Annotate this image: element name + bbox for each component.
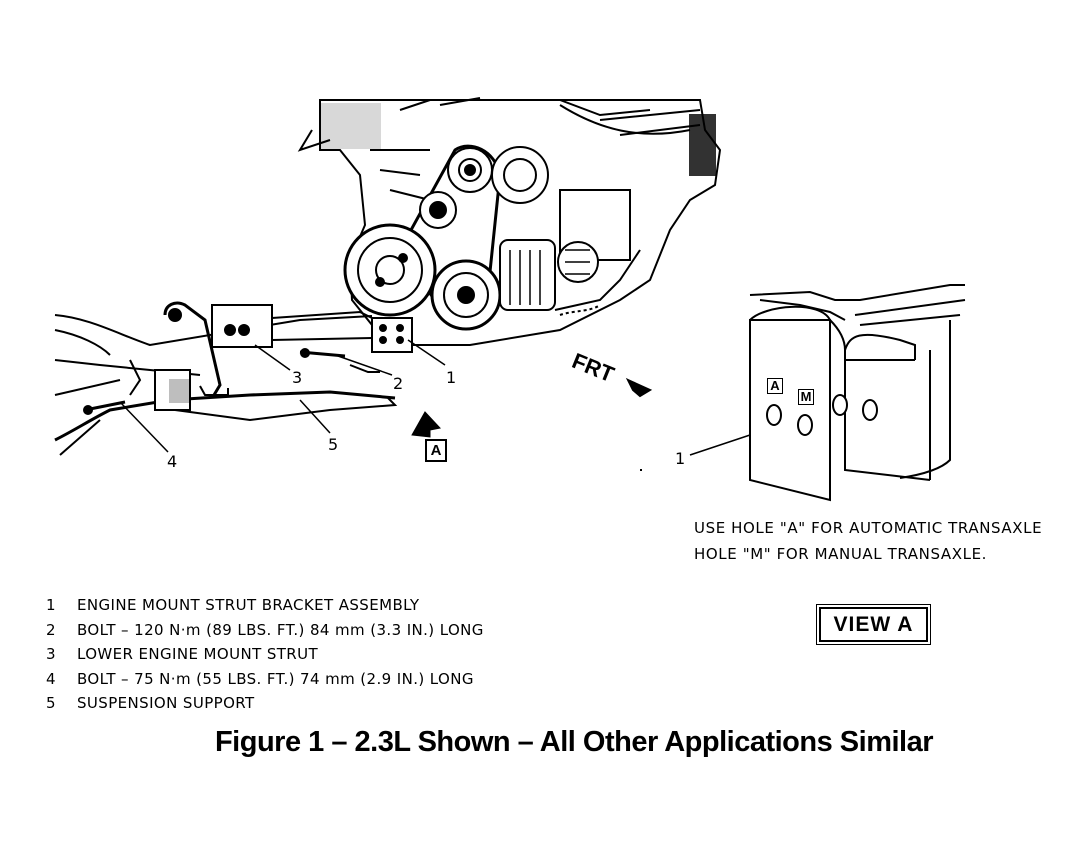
view-a-arrow-label: A: [425, 439, 447, 462]
hole-label-a: A: [767, 378, 783, 394]
legend-item: 2 BOLT – 120 N·m (89 LBS. FT.) 84 mm (3.3…: [46, 621, 484, 646]
legend-item: 5 SUSPENSION SUPPORT: [46, 694, 484, 719]
callout-2: 2: [393, 374, 404, 393]
front-arrow: [625, 377, 653, 398]
legend-text: BOLT – 75 N·m (55 LBS. FT.) 74 mm (2.9 I…: [77, 669, 474, 688]
legend-number: 2: [46, 620, 56, 639]
callout-3: 3: [292, 368, 303, 387]
legend-item: 4 BOLT – 75 N·m (55 LBS. FT.) 74 mm (2.9 …: [46, 670, 484, 695]
legend-number: 4: [46, 669, 56, 688]
legend-text: LOWER ENGINE MOUNT STRUT: [77, 645, 319, 663]
legend-text: SUSPENSION SUPPORT: [77, 694, 255, 712]
hole-label-m: M: [798, 389, 814, 405]
legend-item: 3 LOWER ENGINE MOUNT STRUT: [46, 645, 484, 670]
view-a-arrow: [411, 411, 441, 438]
engine-assembly: [297, 97, 722, 353]
callout-5: 5: [328, 435, 339, 454]
figure-caption: Figure 1 – 2.3L Shown – All Other Applic…: [214, 726, 934, 758]
callout-1: 1: [446, 368, 457, 387]
view-a-callout-1: 1: [675, 449, 686, 468]
suspension-support: [54, 301, 398, 456]
view-a-note-1: USE HOLE "A" FOR AUTOMATIC TRANSAXLE: [694, 519, 1043, 537]
legend-number: 1: [46, 596, 56, 614]
legend-text: ENGINE MOUNT STRUT BRACKET ASSEMBLY: [77, 596, 420, 614]
leader-lines: [119, 339, 751, 456]
view-a-bracket: [640, 284, 966, 502]
legend-item: 1 ENGINE MOUNT STRUT BRACKET ASSEMBLY: [46, 596, 484, 621]
view-a-note-2: HOLE "M" FOR MANUAL TRANSAXLE.: [694, 545, 988, 563]
legend-text: BOLT – 120 N·m (89 LBS. FT.) 84 mm (3.3 …: [77, 620, 484, 639]
view-a-label: VIEW A: [816, 604, 931, 645]
legend-number: 5: [46, 694, 56, 712]
callout-4: 4: [167, 452, 178, 471]
legend-number: 3: [46, 645, 56, 663]
